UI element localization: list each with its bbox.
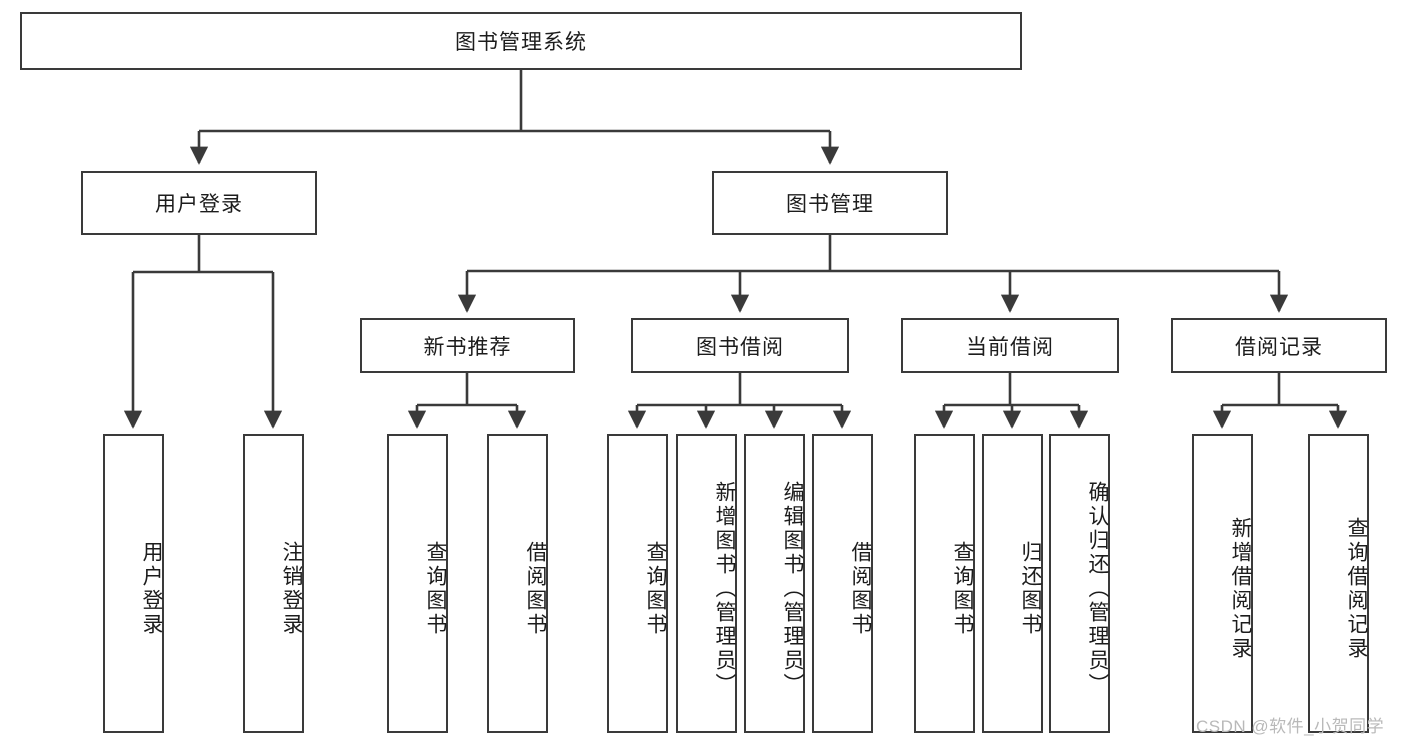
- node-label: 编辑图书（管理员）: [781, 480, 804, 697]
- node-label: 新书推荐: [423, 335, 512, 359]
- node-label: 查询图书: [424, 540, 447, 637]
- node-label: 借阅记录: [1235, 335, 1323, 359]
- node-label: 注销登录: [280, 540, 303, 637]
- watermark-text: CSDN @软件_小贺同学: [1196, 717, 1385, 736]
- node-label: 用户登录: [140, 540, 163, 637]
- node-book-borrow[interactable]: 图书借阅: [631, 318, 849, 373]
- node-label: 查询图书: [951, 540, 974, 637]
- node-label: 查询图书: [644, 540, 667, 637]
- node-label: 图书管理: [786, 193, 874, 216]
- node-label: 新增借阅记录: [1229, 516, 1252, 661]
- leaf-return-book[interactable]: 归还图书: [982, 434, 1043, 733]
- node-label: 新增图书（管理员）: [713, 480, 736, 697]
- node-label: 当前借阅: [966, 335, 1054, 359]
- node-current-borrow[interactable]: 当前借阅: [901, 318, 1119, 373]
- node-label: 图书借阅: [696, 335, 784, 359]
- node-label: 用户登录: [155, 193, 243, 216]
- node-book-management[interactable]: 图书管理: [712, 171, 948, 235]
- leaf-add-borrow-record[interactable]: 新增借阅记录: [1192, 434, 1253, 733]
- leaf-user-login[interactable]: 用户登录: [103, 434, 164, 733]
- leaf-edit-book-admin[interactable]: 编辑图书（管理员）: [744, 434, 805, 733]
- leaf-borrow-book-recommend[interactable]: 借阅图书: [487, 434, 548, 733]
- leaf-query-book-recommend[interactable]: 查询图书: [387, 434, 448, 733]
- leaf-borrow-book[interactable]: 借阅图书: [812, 434, 873, 733]
- node-user-login[interactable]: 用户登录: [81, 171, 317, 235]
- node-borrow-record[interactable]: 借阅记录: [1171, 318, 1387, 373]
- leaf-confirm-return-admin[interactable]: 确认归还（管理员）: [1049, 434, 1110, 733]
- node-root-book-management-system[interactable]: 图书管理系统: [20, 12, 1022, 70]
- node-label: 借阅图书: [849, 540, 872, 637]
- leaf-query-book-borrow[interactable]: 查询图书: [607, 434, 668, 733]
- node-label: 确认归还（管理员）: [1086, 480, 1109, 697]
- leaf-query-book-current[interactable]: 查询图书: [914, 434, 975, 733]
- leaf-add-book-admin[interactable]: 新增图书（管理员）: [676, 434, 737, 733]
- node-new-book-recommend[interactable]: 新书推荐: [360, 318, 575, 373]
- node-label: 图书管理系统: [455, 31, 587, 54]
- node-label: 借阅图书: [524, 540, 547, 637]
- leaf-logout[interactable]: 注销登录: [243, 434, 304, 733]
- node-label: 查询借阅记录: [1345, 516, 1368, 661]
- node-label: 归还图书: [1019, 540, 1042, 637]
- leaf-query-borrow-record[interactable]: 查询借阅记录: [1308, 434, 1369, 733]
